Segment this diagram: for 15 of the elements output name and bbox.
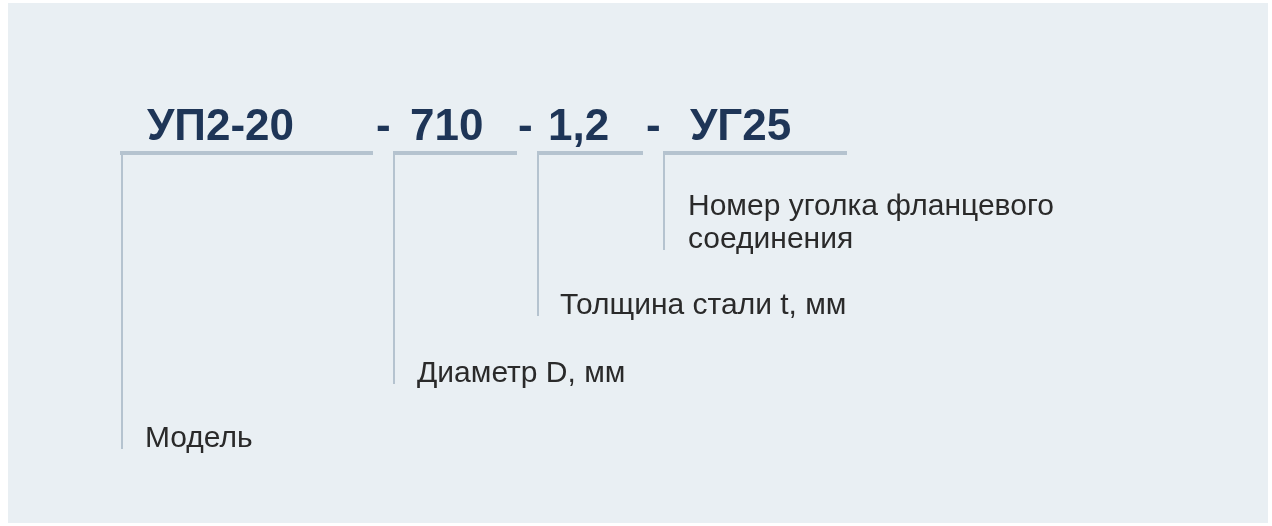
separator-dash: - (518, 99, 533, 151)
code-segment: УГ25 (663, 99, 847, 155)
description-text: Номер уголка фланцевого соединения (665, 188, 1185, 254)
leader-line (121, 154, 123, 450)
separator-dash: - (376, 99, 391, 151)
code-segment: УП2-20 (120, 99, 373, 155)
code-segment: 1,2 (537, 99, 643, 155)
code-segment: 710 (393, 99, 517, 155)
description-text: Толщина стали t, мм (539, 287, 959, 320)
description-text: Диаметр D, мм (395, 355, 715, 388)
separator-dash: - (646, 99, 661, 151)
leader-line (393, 154, 395, 385)
leader-line (537, 154, 539, 317)
leader-line (663, 154, 665, 251)
description-text: Модель (123, 420, 323, 453)
